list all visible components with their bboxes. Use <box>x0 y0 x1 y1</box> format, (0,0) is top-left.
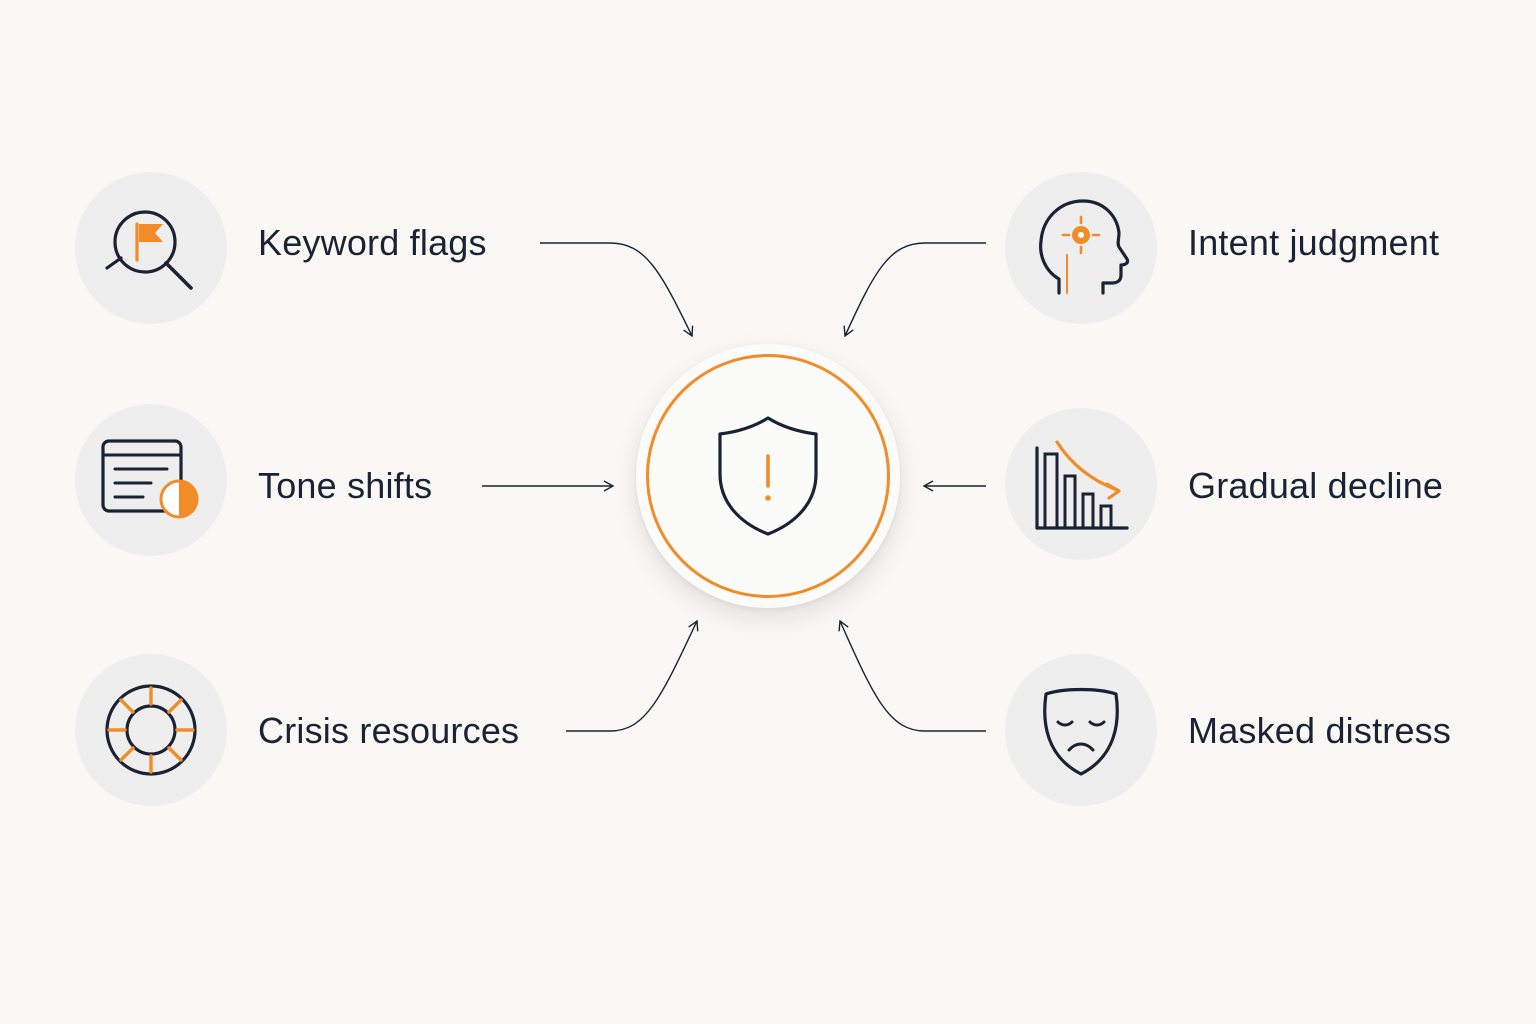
arrow-intent-judgment <box>843 242 986 338</box>
keyword-flags-icon-badge <box>75 172 227 324</box>
arrow-masked-distress <box>838 619 986 732</box>
sad-mask-icon <box>1043 687 1119 776</box>
arrow-keyword-flags <box>540 242 694 338</box>
masked-distress-label: Masked distress <box>1188 710 1452 751</box>
shield-alert-icon <box>718 416 818 536</box>
hub-node <box>636 344 900 608</box>
hub-ring <box>646 354 890 598</box>
tone-shifts-icon-badge <box>75 404 227 556</box>
head-target-icon <box>1039 199 1130 295</box>
intent-judgment-icon-badge <box>1005 172 1157 324</box>
tone-shifts-label: Tone shifts <box>258 465 433 506</box>
gradual-decline-label: Gradual decline <box>1188 465 1444 506</box>
crisis-resources-label: Crisis resources <box>258 710 520 751</box>
document-contrast-icon <box>101 439 199 519</box>
keyword-flags-label: Keyword flags <box>258 222 487 263</box>
crisis-resources-icon-badge <box>75 654 227 806</box>
lifebuoy-icon <box>105 684 197 776</box>
arrow-crisis-resources <box>566 619 699 732</box>
declining-bars-icon <box>1035 440 1129 530</box>
intent-judgment-label: Intent judgment <box>1188 222 1440 263</box>
gradual-decline-icon-badge <box>1005 408 1157 560</box>
masked-distress-icon-badge <box>1005 654 1157 806</box>
magnifier-flag-icon <box>105 210 193 290</box>
